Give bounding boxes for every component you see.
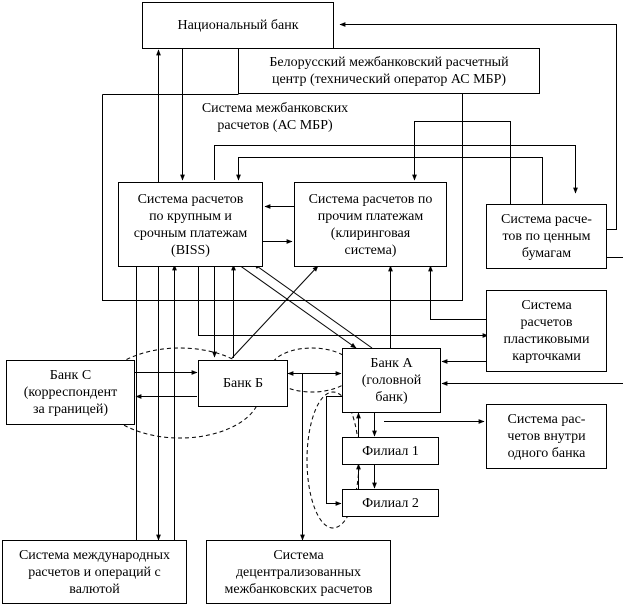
node-belarus-center: Белорусский межбанковский расчетный цент… <box>238 48 540 94</box>
node-national-bank: Национальный банк <box>142 2 334 49</box>
edge-sec-biss <box>236 157 543 204</box>
node-branch-2: Филиал 2 <box>342 489 439 517</box>
edge-biss-loop <box>214 145 578 194</box>
edge-sec-clearing <box>412 121 511 204</box>
node-intrabank: Система рас- четов внутри одного банка <box>486 404 607 469</box>
edge-sec-nb <box>339 22 617 230</box>
node-securities: Система расче- тов по ценным бумагам <box>486 204 607 269</box>
node-bank-c: Банк С (корреспондент за границей) <box>6 360 135 425</box>
node-international: Система международных расчетов и операци… <box>2 540 187 604</box>
node-asmbr-label: Система межбанковских расчетов (АС МБР) <box>201 101 349 133</box>
asmbr-frame <box>102 94 463 301</box>
edge-banka-f2 <box>326 396 342 506</box>
edge-banka-biss <box>253 263 373 349</box>
node-bank-a: Банк А (головной банк) <box>342 348 441 413</box>
node-branch-1: Филиал 1 <box>342 437 439 465</box>
edge-cards-clearing <box>428 265 488 320</box>
edge-sec-banka <box>441 257 623 386</box>
edge-bankb-clearing <box>231 265 319 359</box>
edge-biss-cards <box>198 267 489 338</box>
edge-biss-banka <box>238 264 357 349</box>
node-decentralized: Система децентрализованных межбанковских… <box>206 540 391 604</box>
node-biss: Система расчетов по крупным и срочным пл… <box>118 182 263 267</box>
node-bank-b: Банк Б <box>198 360 288 407</box>
node-cards: Система расчетов пластиковыми карточками <box>486 290 607 372</box>
node-clearing: Система расчетов по прочим платежам (кли… <box>294 182 447 267</box>
